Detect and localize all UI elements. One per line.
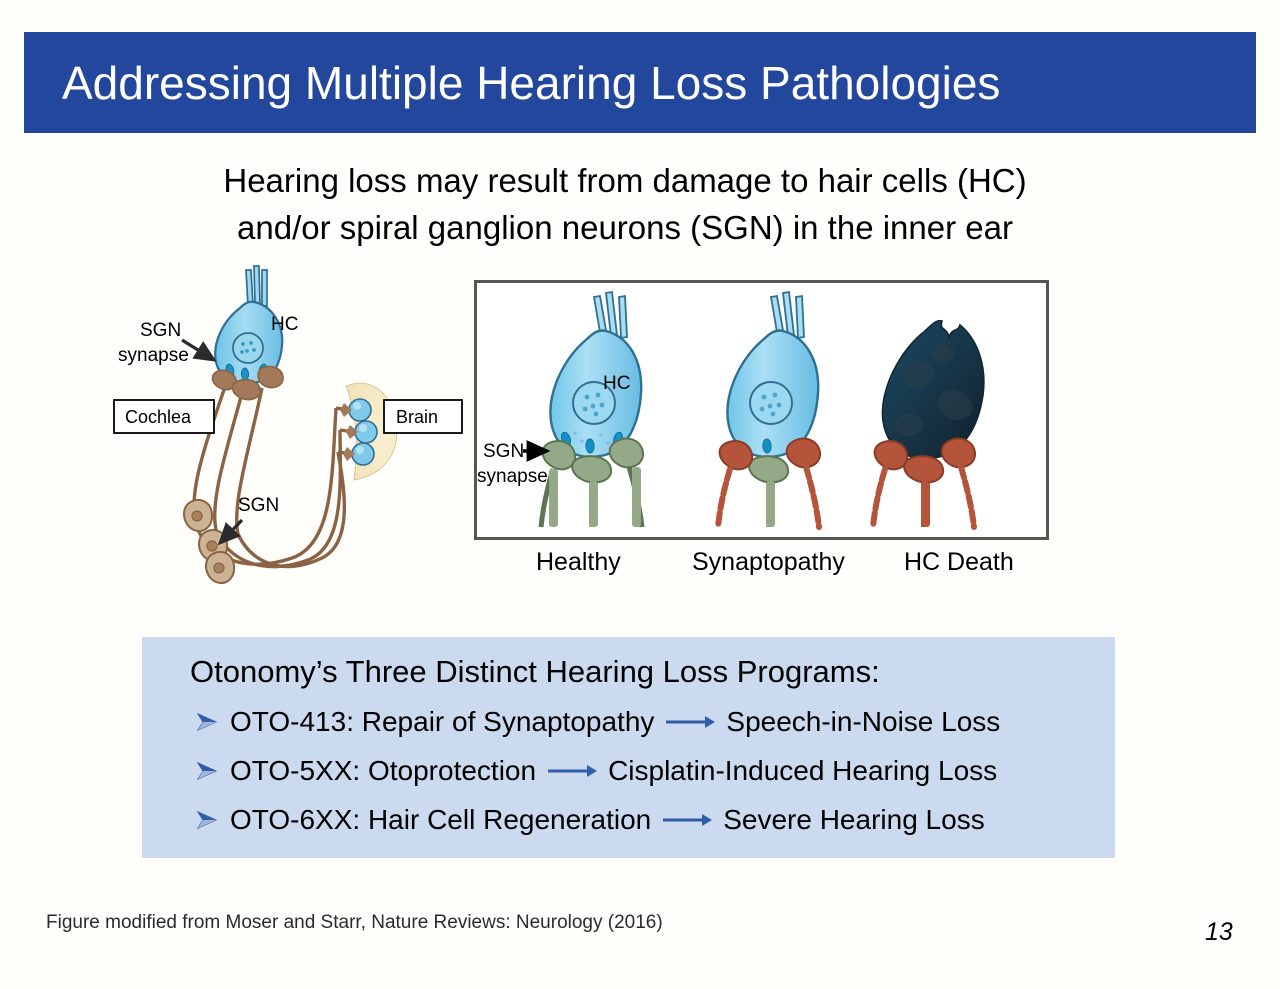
- brain-terminal-pads: [340, 403, 358, 461]
- inner-hair-cell-shape: [214, 265, 284, 385]
- panel-sgn-synapse-label-2: synapse: [477, 466, 548, 487]
- subtitle-line-1: Hearing loss may result from damage to h…: [223, 162, 1027, 199]
- chevron-bullet-icon: [194, 708, 222, 736]
- dead-cell-mottling: [895, 344, 973, 436]
- condition-label-healthy: Healthy: [536, 548, 621, 576]
- left-fig-sgn-synapse-label-1: SGN: [140, 320, 181, 341]
- sgn-synapse-pointer-arrow: [181, 338, 217, 362]
- program-row-oto-6xx: OTO-6XX: Hair Cell Regeneration Severe H…: [194, 804, 985, 836]
- program-row-oto-5xx: OTO-5XX: Otoprotection Cisplatin-Induced…: [194, 755, 997, 787]
- brain-label-box: Brain: [383, 399, 463, 434]
- right-arrow-icon: [546, 760, 598, 782]
- hair-cell-healthy: HC: [538, 290, 645, 528]
- program-label-oto-413: OTO-413: Repair of Synaptopathy: [230, 706, 655, 737]
- cochlea-label-text: Cochlea: [125, 407, 192, 427]
- left-fig-sgn-label: SGN: [238, 495, 279, 516]
- chevron-bullet-icon: [194, 757, 222, 785]
- right-arrow-icon: [664, 711, 716, 733]
- cochlea-label-box: Cochlea: [113, 399, 215, 434]
- right-arrow-icon: [661, 809, 713, 831]
- program-indication-oto-5xx: Cisplatin-Induced Hearing Loss: [608, 755, 998, 786]
- panel-condition-labels: Healthy Synaptopathy HC Death: [474, 548, 1049, 584]
- hair-cell-death: [870, 319, 985, 530]
- brain-label-text: Brain: [396, 407, 438, 427]
- slide-title-bar: Addressing Multiple Hearing Loss Patholo…: [24, 32, 1256, 133]
- healthy-sgn-terminals: [538, 437, 645, 528]
- slide-page-number: 13: [1205, 918, 1233, 946]
- dead-cell-sgn-terminals: [870, 437, 977, 530]
- chevron-bullet-icon: [194, 806, 222, 834]
- cochlea-sgn-brain-diagram: HC SGN synapse SGN Cochlea Brain: [96, 258, 476, 588]
- left-fig-hc-label: HC: [271, 314, 298, 335]
- synaptopathy-sgn-terminals: [715, 437, 822, 530]
- hair-cell-synaptopathy: [715, 290, 822, 530]
- hair-cell-pathology-panel: HC SGN synapse: [474, 280, 1049, 540]
- left-fig-sgn-synapse-label-2: synapse: [118, 345, 189, 366]
- slide-subtitle: Hearing loss may result from damage to h…: [120, 158, 1130, 252]
- program-label-oto-5xx: OTO-5XX: Otoprotection: [230, 755, 537, 786]
- programs-callout-box: Otonomy’s Three Distinct Hearing Loss Pr…: [142, 637, 1115, 858]
- program-label-oto-6xx: OTO-6XX: Hair Cell Regeneration: [230, 804, 652, 835]
- condition-label-synaptopathy: Synaptopathy: [692, 548, 845, 576]
- programs-heading: Otonomy’s Three Distinct Hearing Loss Pr…: [190, 654, 880, 689]
- subtitle-line-2: and/or spiral ganglion neurons (SGN) in …: [237, 208, 1013, 246]
- figure-source-citation: Figure modified from Moser and Starr, Na…: [46, 912, 663, 933]
- panel-sgn-synapse-label-1: SGN: [483, 441, 524, 462]
- program-indication-oto-413: Speech-in-Noise Loss: [726, 706, 1001, 737]
- synaptopathy-remaining-ribbon: [762, 438, 772, 454]
- program-indication-oto-6xx: Severe Hearing Loss: [723, 804, 985, 835]
- dead-cell-body: [881, 319, 985, 460]
- sgn-synapse-terminals: [211, 365, 284, 401]
- sgn-pointer-arrow: [217, 518, 244, 546]
- panel-hc-label: HC: [603, 373, 630, 394]
- program-row-oto-413: OTO-413: Repair of Synaptopathy Speech-i…: [194, 706, 1000, 738]
- page-title: Addressing Multiple Hearing Loss Patholo…: [62, 56, 1001, 109]
- afferent-nerve-fibers: [192, 383, 346, 569]
- spiral-ganglion-neuron-bodies: [182, 499, 236, 584]
- healthy-nucleus: [572, 381, 616, 425]
- condition-label-hc-death: HC Death: [904, 548, 1014, 576]
